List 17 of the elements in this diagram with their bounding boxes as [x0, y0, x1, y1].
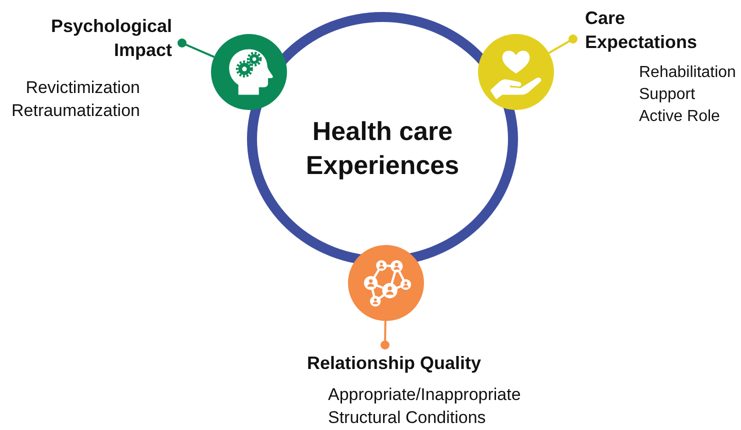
- leader-line: [548, 34, 578, 54]
- list-item: Structural Conditions: [328, 407, 486, 429]
- section-heading: Relationship Quality: [307, 352, 482, 375]
- people-network-icon: [348, 245, 424, 321]
- section-heading: Care Expectations: [585, 7, 698, 54]
- center-title: Health care Experiences: [306, 115, 460, 182]
- list-item: Revictimization: [26, 77, 140, 99]
- section-heading: Psychological Impact: [50, 15, 172, 62]
- leader-line: [380, 320, 390, 350]
- list-item: Active Role: [639, 107, 720, 127]
- list-item: Rehabilitation: [639, 63, 736, 83]
- leader-line: [178, 38, 215, 58]
- list-item: Support: [639, 85, 696, 105]
- head-gears-icon: [211, 34, 287, 110]
- list-item: Retraumatization: [11, 100, 140, 122]
- list-item: Appropriate/Inappropriate: [328, 384, 521, 406]
- heart-hand-icon: [478, 34, 554, 110]
